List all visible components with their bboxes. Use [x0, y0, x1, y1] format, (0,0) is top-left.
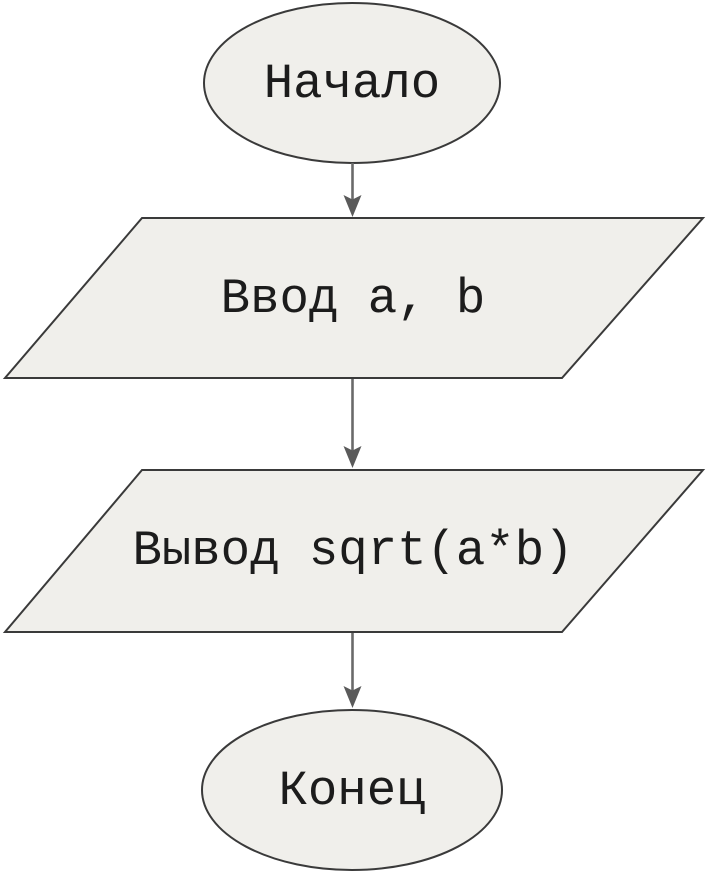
terminator-end-shape [201, 709, 503, 871]
edge-start-input [343, 163, 362, 217]
edge-input-output [343, 379, 362, 468]
io-output-shape [2, 469, 706, 633]
terminator-end-label: Конец [278, 763, 425, 819]
terminator-start-label: Начало [264, 56, 440, 112]
io-input-shape [2, 217, 706, 379]
edge-output-end [343, 633, 362, 708]
arrowhead-3-icon [343, 686, 362, 708]
io-input-label: Ввод a, b [221, 271, 486, 327]
node-end: Конец [201, 709, 503, 871]
arrowhead-2-icon [343, 446, 362, 468]
node-output: Вывод sqrt(a*b) [2, 469, 706, 633]
io-output-label: Вывод sqrt(a*b) [132, 523, 573, 579]
node-start: Начало [203, 2, 501, 164]
arrowhead-1-icon [343, 195, 362, 217]
node-input: Ввод a, b [2, 217, 706, 379]
